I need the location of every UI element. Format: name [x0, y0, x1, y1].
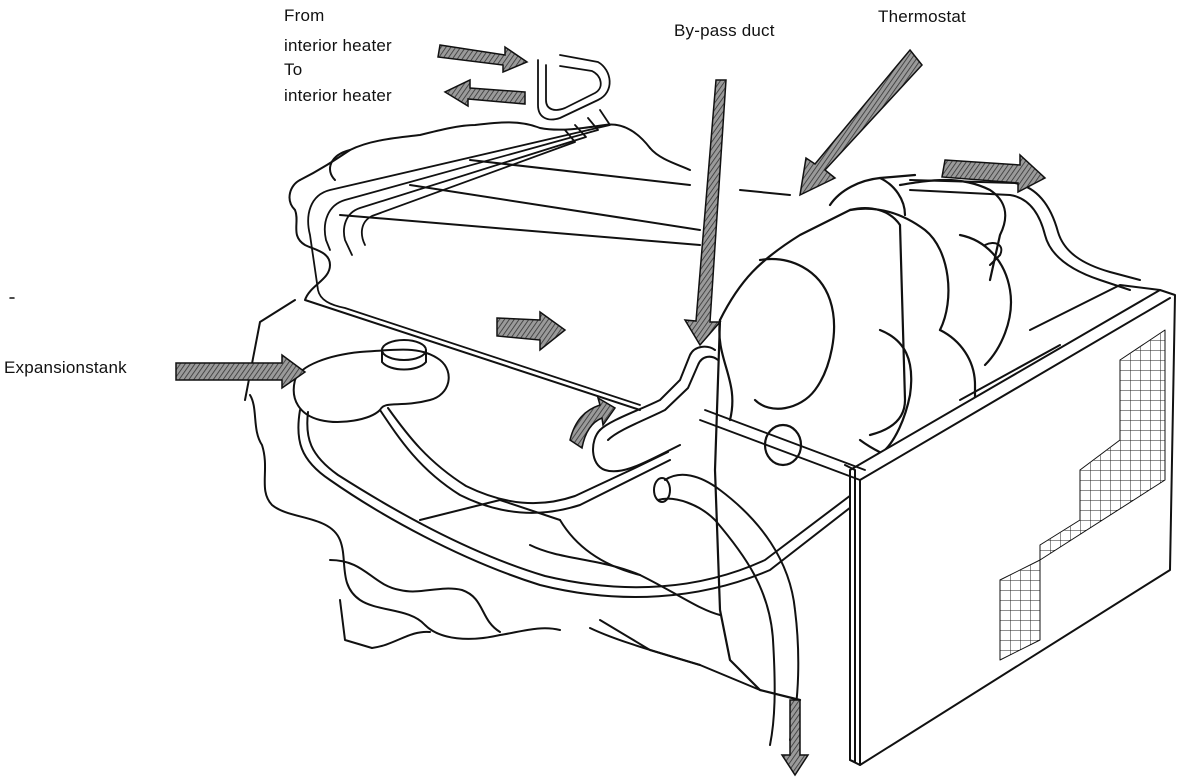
radiator: [844, 284, 1176, 766]
expansion-tank-shape: [292, 339, 450, 423]
arrow-flow-to-pump: [496, 310, 567, 352]
expansion-hoses: [297, 407, 861, 598]
label-thermostat: Thermostat: [878, 7, 966, 26]
arrow-thermostat: [799, 48, 923, 197]
arrow-upper-hose: [941, 153, 1047, 194]
arrow-bypass-duct: [683, 79, 727, 347]
label-expansion-tank: Expansionstank: [4, 358, 127, 377]
label-bypass-duct: By-pass duct: [674, 21, 775, 40]
label-to-heater-line1: To: [284, 60, 303, 79]
arrow-expansion-tank: [175, 353, 307, 390]
arrow-lower: [780, 699, 810, 777]
label-to-heater-line2: interior heater: [284, 86, 392, 105]
arrow-curved: [569, 396, 617, 450]
flow-arrows: [175, 44, 1047, 777]
upper-hose: [909, 179, 1141, 291]
label-from-heater-line1: From: [284, 6, 325, 25]
lower-hose: [653, 473, 800, 746]
arrow-from-heater: [437, 44, 529, 74]
heater-hoses: [307, 54, 641, 406]
engine-top-cover: [288, 121, 791, 411]
engine-block: [244, 299, 761, 691]
arrow-to-heater: [443, 78, 526, 108]
radiator-feed: [699, 409, 866, 481]
label-from-heater-line2: interior heater: [284, 36, 392, 55]
